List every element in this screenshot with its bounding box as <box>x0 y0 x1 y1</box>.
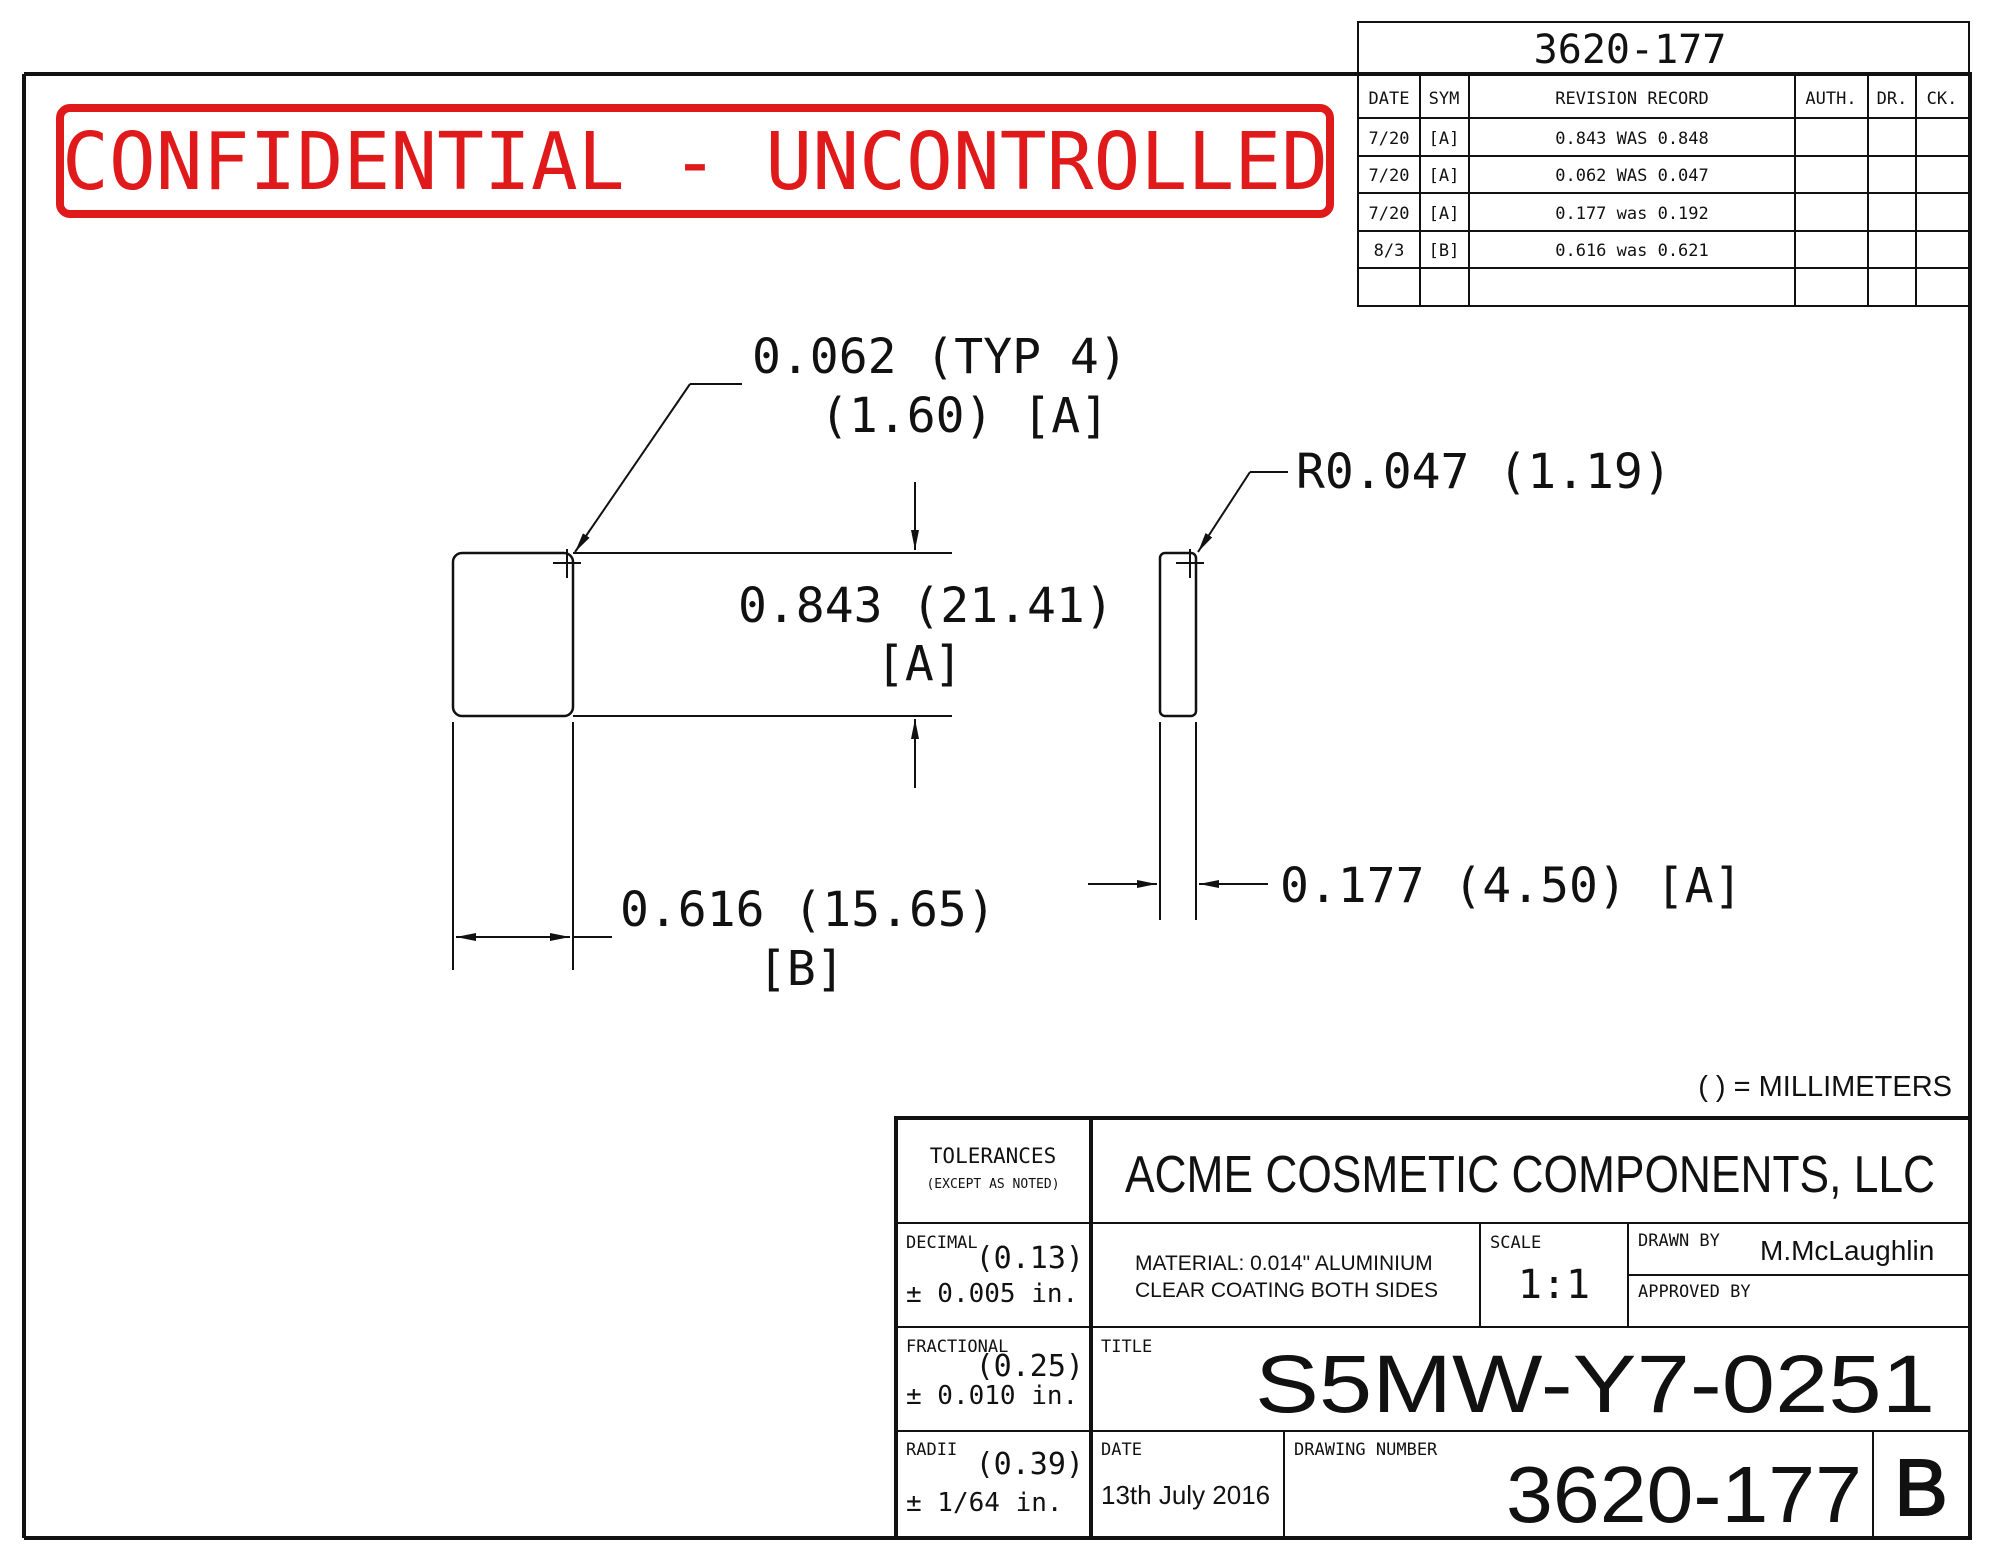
thickness-dimension: 0.177 (4.50) [A] <box>1088 858 1742 914</box>
rev-row-record: 0.843 WAS 0.848 <box>1555 129 1709 149</box>
rev-header-sym: SYM <box>1429 89 1460 109</box>
front-view <box>451 549 952 970</box>
rev-row-date: 7/20 <box>1369 204 1410 224</box>
tolerances-sub: (EXCEPT AS NOTED) <box>926 1177 1059 1192</box>
radii-mm: (0.39) <box>976 1447 1084 1482</box>
title-label: TITLE <box>1101 1337 1152 1357</box>
radii-label: RADII <box>906 1440 957 1460</box>
fractional-label: FRACTIONAL <box>906 1337 1008 1357</box>
drawing-border <box>22 72 1972 1540</box>
rev-header-auth: AUTH. <box>1805 89 1856 109</box>
thickness-dim-text: 0.177 (4.50) [A] <box>1280 858 1742 914</box>
revision-letter: B <box>1894 1443 1947 1532</box>
corner-leader: 0.062 (TYP 4) (1.60) [A] <box>574 329 1128 553</box>
width-dim-ref: [B] <box>758 941 845 997</box>
rev-header-date: DATE <box>1369 89 1410 109</box>
confidential-stamp: CONFIDENTIAL - UNCONTROLLED <box>56 104 1334 218</box>
date-label: DATE <box>1101 1440 1142 1460</box>
rev-row-sym: [A] <box>1429 204 1460 224</box>
rev-header-dr: DR. <box>1877 89 1908 109</box>
decimal-mm: (0.13) <box>976 1241 1084 1276</box>
rev-row-record: 0.177 was 0.192 <box>1555 204 1709 224</box>
radii-in: ± 1/64 in. <box>906 1488 1063 1518</box>
rev-header-record: REVISION RECORD <box>1555 89 1709 109</box>
width-dimension: 0.616 (15.65) [B] <box>456 882 996 997</box>
rev-row-sym: [A] <box>1429 166 1460 186</box>
decimal-label: DECIMAL <box>906 1233 978 1253</box>
approved-by-label: APPROVED BY <box>1638 1282 1751 1302</box>
rev-row-sym: [B] <box>1429 241 1460 261</box>
units-note: ( ) = MILLIMETERS <box>1698 1071 1952 1103</box>
material-line2: CLEAR COATING BOTH SIDES <box>1135 1279 1438 1302</box>
side-view <box>1158 549 1204 920</box>
title-block: TOLERANCES (EXCEPT AS NOTED) ACME COSMET… <box>894 1116 1972 1540</box>
scale-label: SCALE <box>1490 1233 1541 1253</box>
fractional-in: ± 0.010 in. <box>906 1381 1078 1411</box>
rev-row-record: 0.616 was 0.621 <box>1555 241 1709 261</box>
corner-dim-text: 0.062 (TYP 4) <box>752 329 1128 385</box>
tolerances-label: TOLERANCES <box>930 1144 1056 1168</box>
drawing-number-value: 3620-177 <box>1506 1450 1862 1539</box>
header-number-box: 3620-177 <box>1357 21 1970 75</box>
header-number: 3620-177 <box>1534 27 1727 73</box>
drawn-by-label: DRAWN BY <box>1638 1231 1720 1251</box>
scale-value: 1:1 <box>1518 1262 1590 1308</box>
height-dim-text: 0.843 (21.41) <box>738 578 1114 634</box>
decimal-in: ± 0.005 in. <box>906 1279 1078 1309</box>
rev-row-record: 0.062 WAS 0.047 <box>1555 166 1709 186</box>
rev-header-ck: CK. <box>1927 89 1958 109</box>
radius-dim-text: R0.047 (1.19) <box>1296 444 1672 500</box>
company-name: ACME COSMETIC COMPONENTS, LLC <box>1125 1146 1935 1204</box>
rev-row-date: 8/3 <box>1374 241 1405 261</box>
corner-dim-ref: (1.60) [A] <box>820 388 1109 444</box>
rev-row-sym: [A] <box>1429 129 1460 149</box>
rev-row-date: 7/20 <box>1369 166 1410 186</box>
confidential-text: CONFIDENTIAL - UNCONTROLLED <box>62 116 1328 208</box>
date-value: 13th July 2016 <box>1101 1480 1270 1510</box>
title-value: S5MW-Y7-0251 <box>1255 1339 1935 1430</box>
drawn-by-value: M.McLaughlin <box>1760 1235 1934 1266</box>
fractional-mm: (0.25) <box>976 1349 1084 1384</box>
rev-row-date: 7/20 <box>1369 129 1410 149</box>
radius-leader: R0.047 (1.19) <box>1197 444 1672 553</box>
width-dim-text: 0.616 (15.65) <box>620 882 996 938</box>
material-line1: MATERIAL: 0.014" ALUMINIUM <box>1135 1252 1433 1275</box>
height-dim-ref: [A] <box>876 636 963 692</box>
revision-table: DATE SYM REVISION RECORD AUTH. DR. CK. 7… <box>1357 73 1970 307</box>
drawing-number-label: DRAWING NUMBER <box>1294 1440 1438 1460</box>
height-dimension: 0.843 (21.41) [A] <box>738 482 1114 788</box>
